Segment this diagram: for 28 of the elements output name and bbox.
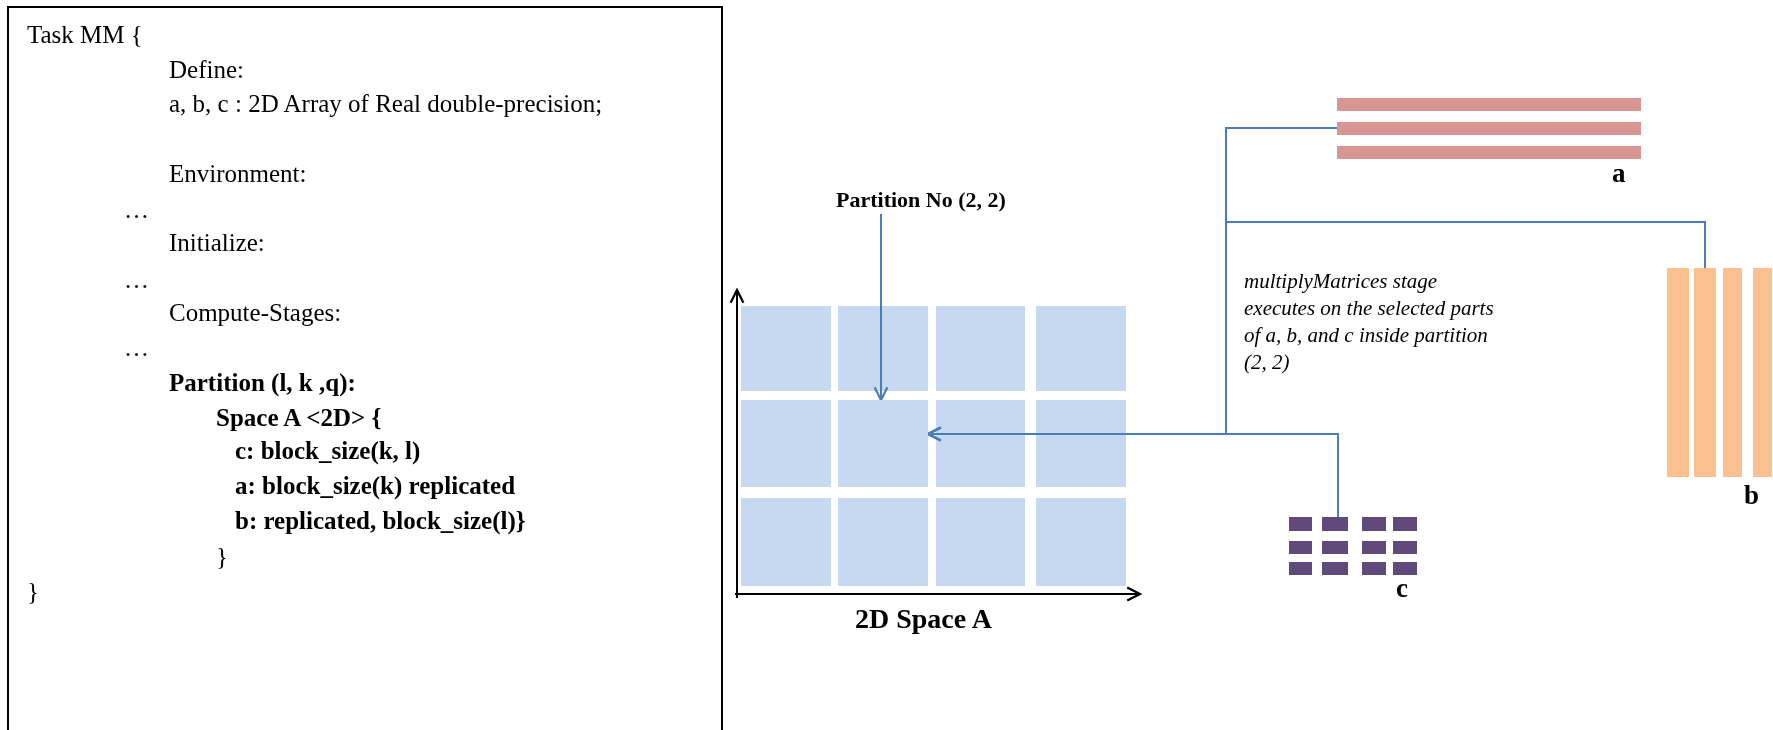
code-line: Define: xyxy=(169,55,244,85)
code-line: a, b, c : 2D Array of Real double-precision; xyxy=(169,89,603,119)
code-line: … xyxy=(124,195,149,225)
block-grid-drawing xyxy=(1289,517,1417,575)
note-text: multiplyMatrices stage executes on the selected parts of a, b, and c inside partition (2, 2) xyxy=(1244,268,1494,376)
row-stripes-drawing xyxy=(1337,98,1641,159)
code-line: a: block_size(k) replicated xyxy=(235,471,516,501)
code-line: } xyxy=(216,542,228,572)
grid-cell xyxy=(838,400,928,487)
code-line: Task MM { xyxy=(27,20,143,50)
column-stripes-drawing xyxy=(1667,268,1772,477)
code-line: Space A <2D> { xyxy=(216,403,382,433)
code-line: b: replicated, block_size(l)} xyxy=(235,506,526,536)
axis-title: 2D Space A xyxy=(855,603,992,635)
code-line: } xyxy=(27,577,39,607)
code-line: Initialize: xyxy=(169,228,265,258)
matrix-label: b xyxy=(1744,480,1760,511)
code-line: c: block_size(k, l) xyxy=(235,436,421,466)
matrix-label: c xyxy=(1396,573,1408,604)
code-line: Compute-Stages: xyxy=(169,298,342,328)
arrow xyxy=(873,213,889,402)
matrix-label: a xyxy=(1612,158,1626,189)
code-line: Environment: xyxy=(169,159,307,189)
code-line: … xyxy=(124,333,149,363)
code-line: … xyxy=(124,265,149,295)
partition-label: Partition No (2, 2) xyxy=(836,186,1041,214)
code-box xyxy=(7,6,723,730)
code-line: Partition (l, k ,q): xyxy=(169,368,356,398)
